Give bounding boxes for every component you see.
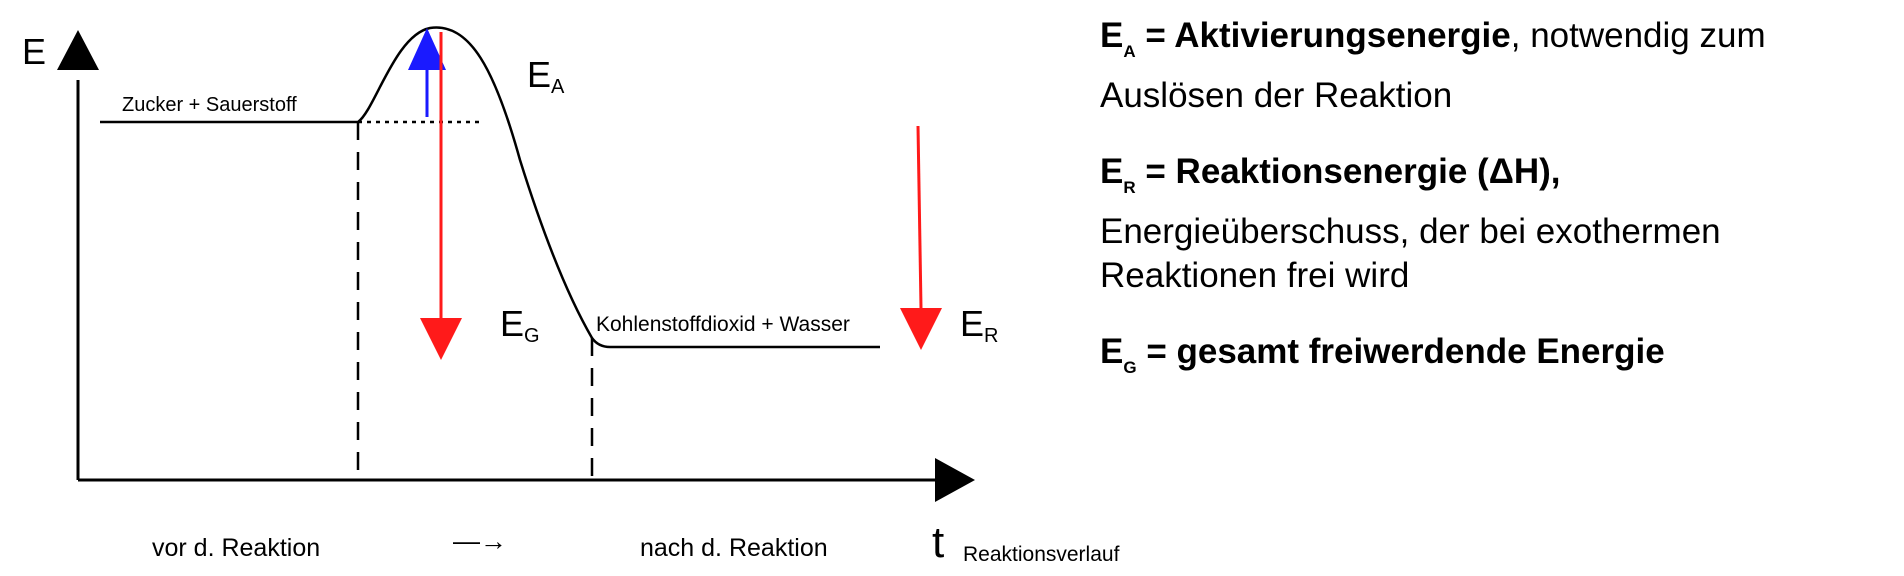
ea-label: EA <box>527 54 565 98</box>
legend-er-description: Energieüberschuss, der bei exothermen Re… <box>1100 212 1721 295</box>
legend-ea-title: = Aktivierungsenergie <box>1145 16 1511 55</box>
legend-er-symbol: E <box>1100 152 1124 191</box>
reaction-energy-arrow-head <box>900 308 942 350</box>
legend-ea-symbol: E <box>1100 16 1124 55</box>
er-label: ER <box>960 303 998 347</box>
reaction-energy-arrow-shaft <box>916 125 923 309</box>
legend-eg-title: = gesamt freiwerdende Energie <box>1146 332 1665 371</box>
legend-ea-sub: A <box>1123 42 1136 61</box>
legend-ea-description: , notwendig zum Auslösen der Reaktion <box>1100 16 1766 115</box>
legend-er-sub: R <box>1123 178 1136 197</box>
legend-eg: EG = gesamt freiwerdende Energie <box>1100 330 1900 390</box>
energy-curve <box>100 26 880 349</box>
legend-er: ER = Reaktionsenergie (ΔH), Energieübers… <box>1100 150 1900 298</box>
x-axis-arrowhead <box>935 458 975 502</box>
phase-before-label: vor d. Reaktion <box>152 534 320 562</box>
x-axis-sublabel: Reaktionsverlauf <box>963 543 1120 566</box>
activation-arrow-head <box>408 28 446 70</box>
x-axis-label: t <box>932 518 944 567</box>
legend: EA = Aktivierungsenergie, notwendig zum … <box>1100 14 1900 422</box>
total-energy-arrow-head <box>420 318 462 360</box>
legend-eg-symbol: E <box>1100 332 1124 371</box>
y-axis-arrowhead <box>57 30 99 70</box>
phase-after-label: nach d. Reaktion <box>640 534 828 562</box>
legend-ea: EA = Aktivierungsenergie, notwendig zum … <box>1100 14 1900 118</box>
legend-eg-sub: G <box>1123 358 1137 377</box>
phase-arrow: —→ <box>453 526 507 556</box>
products-label: Kohlenstoffdioxid + Wasser <box>596 313 850 336</box>
reactants-label: Zucker + Sauerstoff <box>122 94 297 116</box>
y-axis-label: E <box>22 31 46 72</box>
legend-er-title: = Reaktionsenergie (ΔH), <box>1145 152 1561 191</box>
eg-label: EG <box>500 303 540 347</box>
